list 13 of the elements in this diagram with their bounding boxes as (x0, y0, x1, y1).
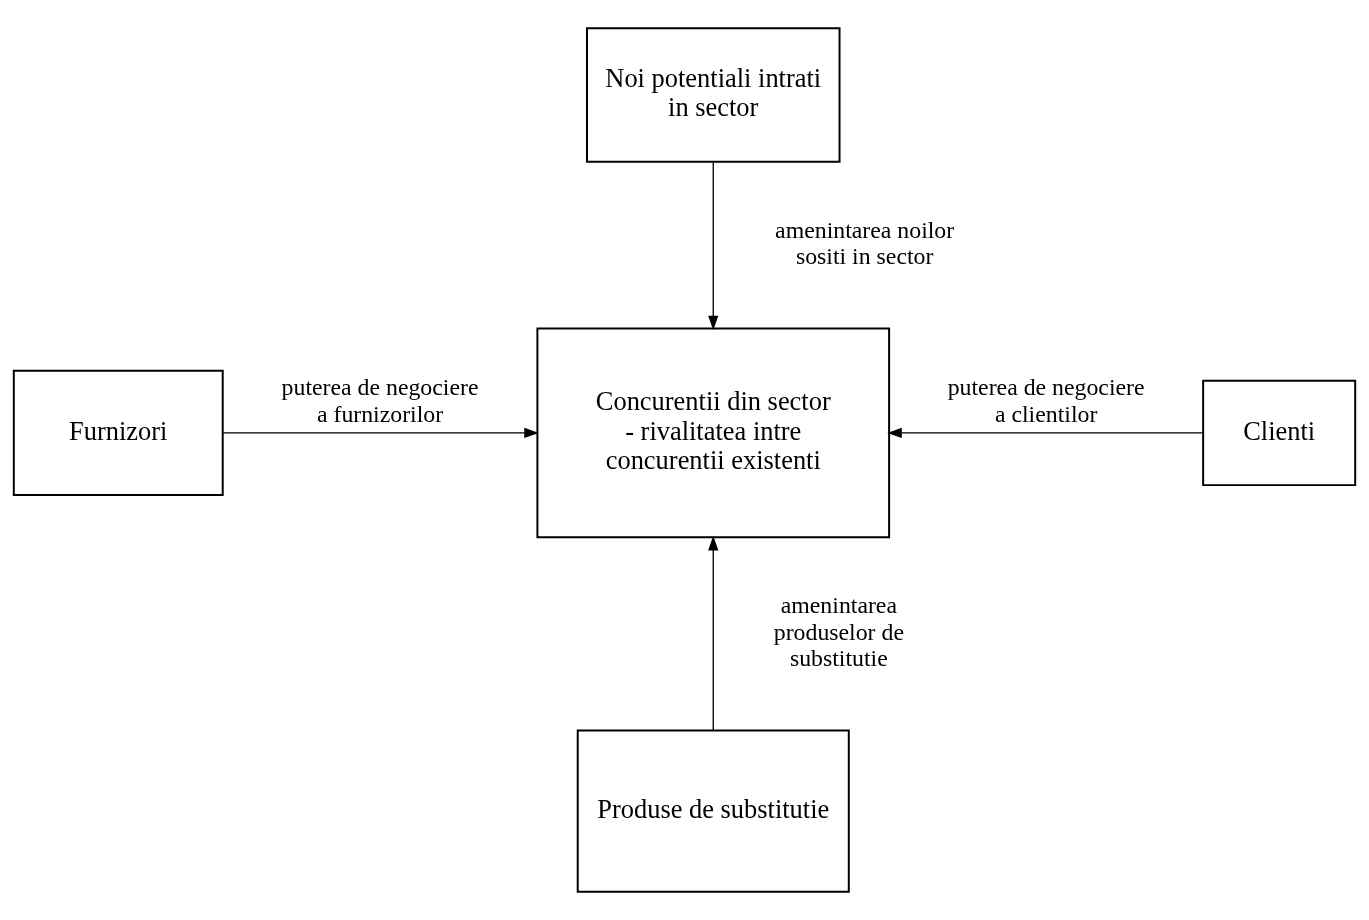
edge-label: amenintarea produselor de substitutie (773, 592, 904, 672)
edge-label: puterea de negociere a clientilor (947, 374, 1145, 427)
arrow (887, 427, 1204, 438)
edge-label: amenintarea noilor sositi in sector (775, 216, 955, 270)
edge-label: puterea de negociere a furnizorilor (281, 374, 479, 427)
node-box: Produse de substitutie (576, 729, 850, 893)
node-box: Furnizori (12, 369, 224, 497)
arrow (708, 535, 719, 731)
arrow (222, 427, 539, 438)
node-box: Clienti (1202, 379, 1357, 487)
node-box: Concurentii din sector - rivalitatea intre concurentii existenti (536, 327, 891, 539)
arrow (708, 161, 719, 331)
node-box: Noi potentiali intrati in sector (586, 27, 841, 163)
